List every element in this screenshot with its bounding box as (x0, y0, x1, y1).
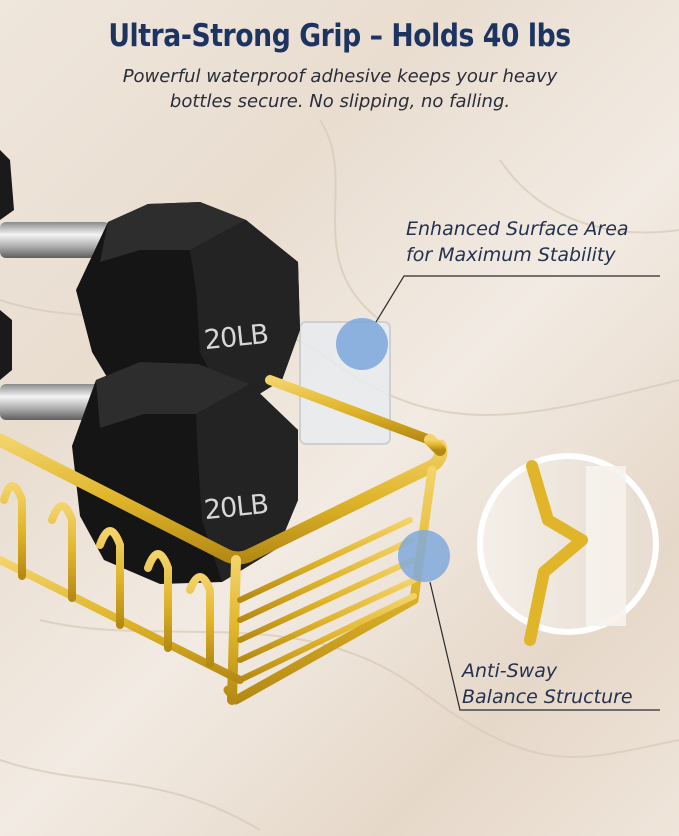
dumbbell-lower (72, 362, 298, 584)
hotspot-marker-icon (336, 318, 388, 370)
hotspot-marker-icon (398, 530, 450, 582)
page-subtitle: Powerful waterproof adhesive keeps your … (60, 64, 620, 114)
callout-1-line-2: for Maximum Stability (406, 244, 616, 266)
detail-zoom-circle-icon (477, 453, 659, 646)
dumbbell-upper (76, 202, 300, 414)
callout-leader-2 (429, 581, 660, 711)
callout-1-line-1: Enhanced Surface Area (406, 218, 629, 240)
dumbbell-handle-top (0, 222, 110, 258)
dumbbell-label-upper: 20LB (202, 318, 270, 357)
callout-surface-area: Enhanced Surface Area for Maximum Stabil… (406, 216, 629, 268)
callout-anti-sway: Anti-Sway Balance Structure (462, 658, 633, 710)
callout-2-line-1: Anti-Sway (462, 660, 558, 682)
dumbbell-label-lower: 20LB (202, 488, 270, 527)
callout-2-line-2: Balance Structure (462, 686, 633, 708)
subtitle-line-2: bottles secure. No slipping, no falling. (169, 91, 511, 112)
dumbbell-head-left-top (0, 150, 14, 220)
page-title: Ultra-Strong Grip – Holds 40 lbs (108, 18, 571, 54)
gold-basket (0, 375, 448, 705)
dumbbell-handle-bottom (0, 384, 110, 420)
dumbbell-head-left-bottom (0, 310, 12, 380)
callout-leader-1 (375, 275, 660, 323)
subtitle-line-1: Powerful waterproof adhesive keeps your … (122, 66, 558, 87)
